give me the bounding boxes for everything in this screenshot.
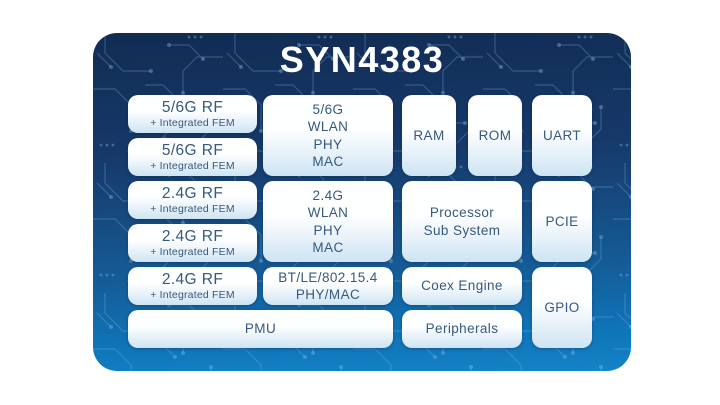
chip-title: SYN4383 bbox=[279, 39, 445, 80]
block-2-4g-rf-3: 2.4G RF + Integrated FEM bbox=[128, 267, 257, 305]
block-pmu: PMU bbox=[128, 310, 393, 348]
block-sublabel: + Integrated FEM bbox=[150, 289, 235, 301]
block-uart: UART bbox=[532, 95, 592, 176]
block-pcie: PCIE bbox=[532, 181, 592, 262]
block-rom: ROM bbox=[468, 95, 522, 176]
block-label: Coex Engine bbox=[421, 278, 503, 294]
block-label: 5/6G RF bbox=[161, 99, 224, 116]
block-label: PMU bbox=[244, 321, 277, 337]
block-5-6g-rf-1: 5/6G RF + Integrated FEM bbox=[128, 95, 257, 133]
block-peripherals: Peripherals bbox=[402, 310, 522, 348]
block-label: Peripherals bbox=[425, 321, 499, 337]
block-label: Processor Sub System bbox=[423, 205, 501, 238]
block-sublabel: + Integrated FEM bbox=[150, 246, 235, 258]
block-5-6g-wlan-phy-mac: 5/6G WLAN PHY MAC bbox=[263, 95, 393, 176]
block-sublabel: + Integrated FEM bbox=[150, 160, 235, 172]
block-2-4g-rf-2: 2.4G RF + Integrated FEM bbox=[128, 224, 257, 262]
block-gpio: GPIO bbox=[532, 267, 592, 348]
block-label: ROM bbox=[478, 127, 512, 143]
block-label: 2.4G RF bbox=[161, 271, 224, 288]
block-sublabel: + Integrated FEM bbox=[150, 203, 235, 215]
block-2-4g-wlan-phy-mac: 2.4G WLAN PHY MAC bbox=[263, 181, 393, 262]
block-processor-sub-system: Processor Sub System bbox=[402, 181, 522, 262]
block-5-6g-rf-2: 5/6G RF + Integrated FEM bbox=[128, 138, 257, 176]
block-label: PCIE bbox=[545, 213, 579, 229]
block-label: 2.4G WLAN PHY MAC bbox=[307, 187, 349, 256]
block-label: 5/6G WLAN PHY MAC bbox=[307, 101, 349, 170]
block-sublabel: + Integrated FEM bbox=[150, 117, 235, 129]
block-2-4g-rf-1: 2.4G RF + Integrated FEM bbox=[128, 181, 257, 219]
block-label: RAM bbox=[413, 127, 445, 143]
chip-panel: SYN4383 5/6G RF + Integrated FEM 5/6G RF… bbox=[93, 33, 631, 371]
block-label: GPIO bbox=[544, 299, 580, 315]
block-label: 2.4G RF bbox=[161, 185, 224, 202]
block-label: 2.4G RF bbox=[161, 228, 224, 245]
block-label: UART bbox=[542, 127, 582, 143]
block-label: BT/LE/802.15.4 PHY/MAC bbox=[278, 269, 378, 303]
block-coex-engine: Coex Engine bbox=[402, 267, 522, 305]
block-ram: RAM bbox=[402, 95, 456, 176]
block-label: 5/6G RF bbox=[161, 142, 224, 159]
block-bt-le-802-15-4-phy-mac: BT/LE/802.15.4 PHY/MAC bbox=[263, 267, 393, 305]
